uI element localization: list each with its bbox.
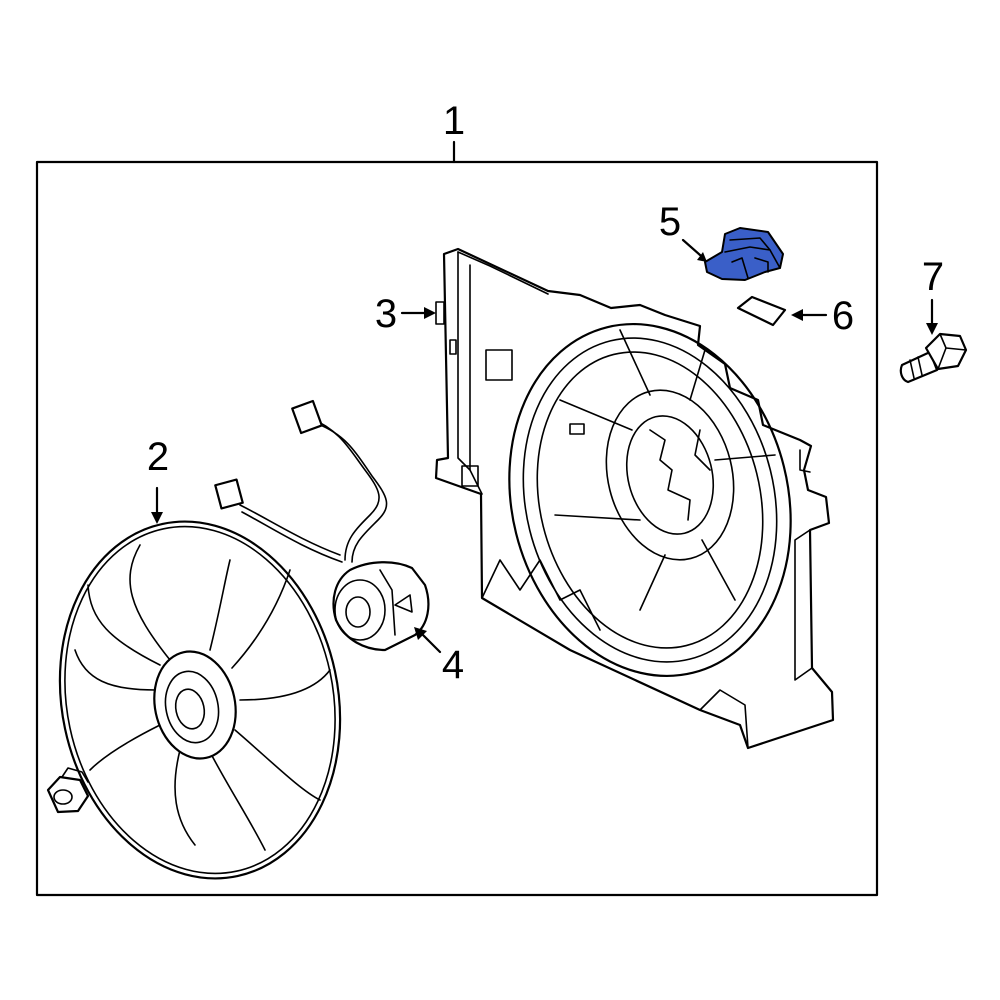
assembly-frame (35, 160, 879, 897)
callout-7: 7 (922, 255, 944, 299)
fan-resistor[interactable] (704, 227, 784, 281)
hex-nut[interactable] (46, 767, 90, 814)
callout-2: 2 (147, 435, 169, 479)
callout-1: 1 (443, 99, 465, 143)
callout-6: 6 (832, 294, 854, 338)
callout-3: 3 (375, 292, 397, 336)
mounting-bolt[interactable] (899, 332, 968, 384)
callout-5: 5 (659, 200, 681, 244)
fan-shroud[interactable] (434, 247, 835, 750)
callout-4: 4 (442, 643, 464, 687)
label-plate[interactable] (736, 295, 787, 327)
fan-motor[interactable] (214, 399, 430, 652)
leader-arrows (151, 238, 938, 654)
fan-blade[interactable] (28, 495, 373, 905)
